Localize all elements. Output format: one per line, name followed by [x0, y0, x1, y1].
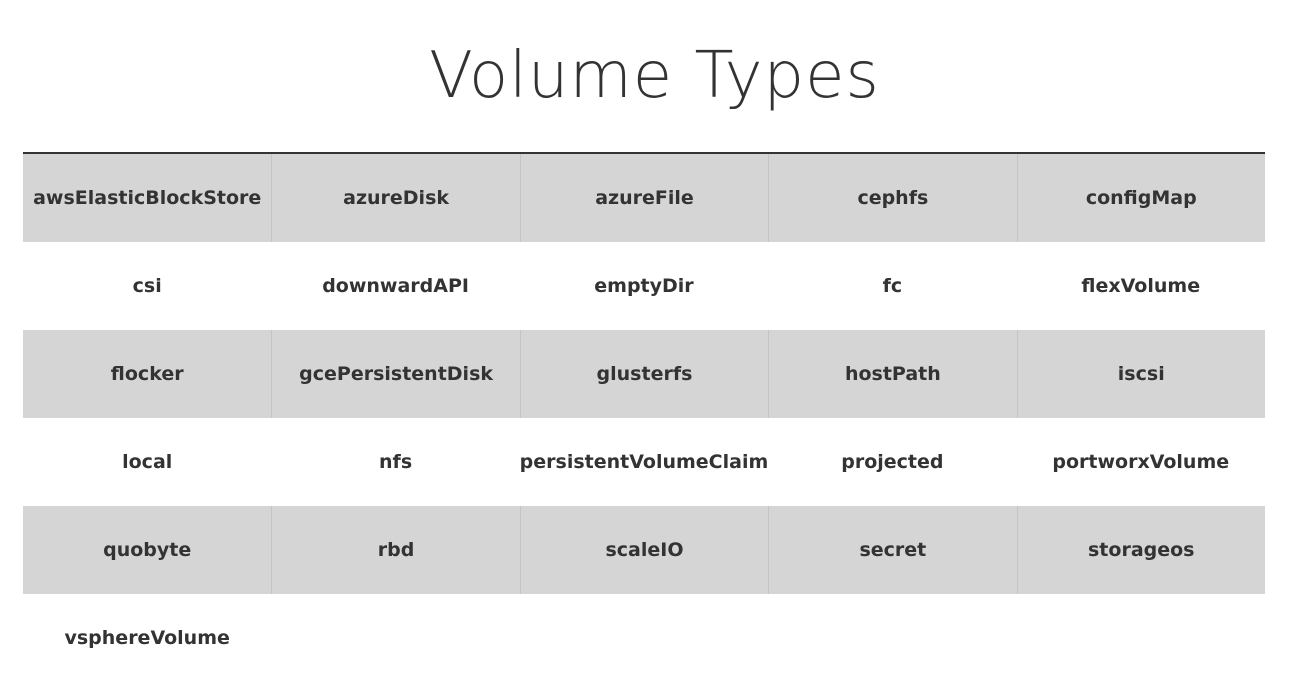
- table-cell: glusterfs: [519, 330, 769, 418]
- table-cell: storageos: [1016, 506, 1265, 594]
- table-cell: rbd: [271, 506, 520, 594]
- table-cell: awsElasticBlockStore: [23, 154, 272, 242]
- table-cell: iscsi: [1016, 330, 1265, 418]
- table-cell: quobyte: [23, 506, 272, 594]
- table-cell: projected: [841, 451, 944, 473]
- table-cell: [768, 594, 1016, 682]
- table-cell: fc: [882, 275, 903, 297]
- table-cell: vsphereVolume: [64, 627, 230, 649]
- table-cell: azureFile: [519, 154, 769, 242]
- page-title: Volume Types: [429, 39, 880, 113]
- volume-types-table: awsElasticBlockStore azureDisk azureFile…: [23, 152, 1265, 682]
- table-cell: [271, 594, 519, 682]
- table-cell: persistentVolumeClaim: [519, 451, 769, 473]
- table-cell: scaleIO: [519, 506, 769, 594]
- table-cell: csi: [132, 275, 162, 297]
- table-cell: hostPath: [768, 330, 1017, 418]
- table-cell: local: [122, 451, 173, 473]
- table-cell: configMap: [1016, 154, 1265, 242]
- table-cell: flexVolume: [1081, 275, 1201, 297]
- table-cell: gcePersistentDisk: [271, 330, 520, 418]
- table-cell: secret: [768, 506, 1017, 594]
- table-cell: downwardAPI: [322, 275, 469, 297]
- table-cell: nfs: [379, 451, 413, 473]
- table-cell: cephfs: [768, 154, 1017, 242]
- volume-types-grid: awsElasticBlockStore azureDisk azureFile…: [23, 154, 1265, 682]
- table-cell: emptyDir: [594, 275, 694, 297]
- table-cell: azureDisk: [271, 154, 520, 242]
- table-cell: [520, 594, 768, 682]
- table-cell: [1017, 594, 1265, 682]
- table-cell: portworxVolume: [1052, 451, 1230, 473]
- table-cell: flocker: [23, 330, 272, 418]
